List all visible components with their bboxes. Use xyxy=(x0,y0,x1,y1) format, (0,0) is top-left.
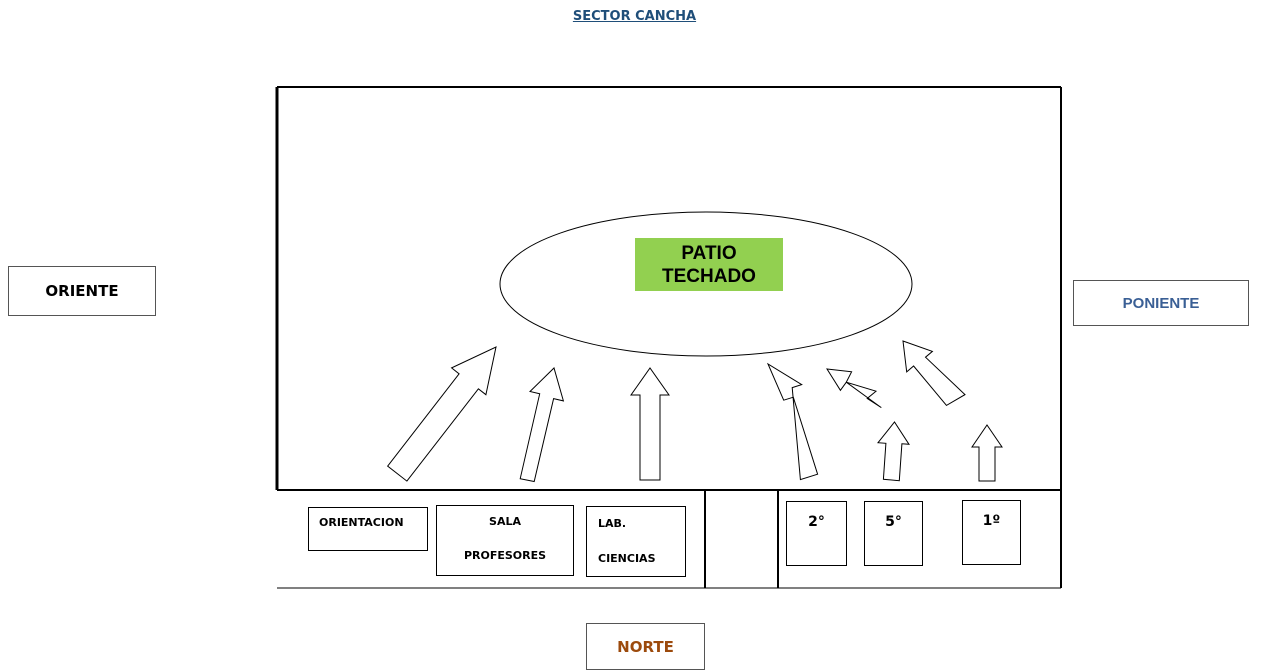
room-grade-1: 1º xyxy=(962,500,1021,565)
room-grade-5-label: 5° xyxy=(885,514,902,530)
diagram-title: SECTOR CANCHA xyxy=(572,9,697,24)
room-grade-2-label: 2° xyxy=(808,514,825,530)
arrow-grade-2 xyxy=(826,368,882,409)
oriente-direction-box: ORIENTE xyxy=(8,266,156,316)
arrow-orientacion xyxy=(387,346,497,482)
room-grade-1-label: 1º xyxy=(982,513,1001,529)
room-orientacion-label: ORIENTACION xyxy=(319,516,404,529)
oriente-label: ORIENTE xyxy=(45,282,119,300)
room-orientacion: ORIENTACION xyxy=(308,507,428,551)
room-lab-label-line2: CIENCIAS xyxy=(598,552,656,565)
room-grade-5: 5° xyxy=(864,501,923,566)
arrow-grade-1-lower xyxy=(971,424,1003,482)
room-grade-2: 2° xyxy=(786,501,847,566)
room-lab-label-line1: LAB. xyxy=(598,517,627,530)
norte-direction-box: NORTE xyxy=(586,623,705,670)
patio-label-line2: TECHADO xyxy=(662,265,756,287)
patio-techado-label: PATIO TECHADO xyxy=(635,238,783,291)
patio-label-line1: PATIO xyxy=(681,242,737,264)
room-lab-ciencias: LAB. CIENCIAS xyxy=(586,506,686,577)
norte-label: NORTE xyxy=(617,637,674,656)
arrow-lab-ciencias xyxy=(630,367,670,481)
room-sala-label-line1: SALA xyxy=(489,515,521,528)
room-sala-label-line2: PROFESORES xyxy=(463,549,547,562)
poniente-label: PONIENTE xyxy=(1122,294,1200,312)
poniente-direction-box: PONIENTE xyxy=(1073,280,1249,326)
arrow-grade-5 xyxy=(877,421,910,482)
room-sala-profesores: SALA PROFESORES xyxy=(436,505,574,576)
arrow-grade-1 xyxy=(902,340,966,407)
arrow-center xyxy=(766,362,819,481)
arrow-sala-profesores xyxy=(519,367,565,483)
